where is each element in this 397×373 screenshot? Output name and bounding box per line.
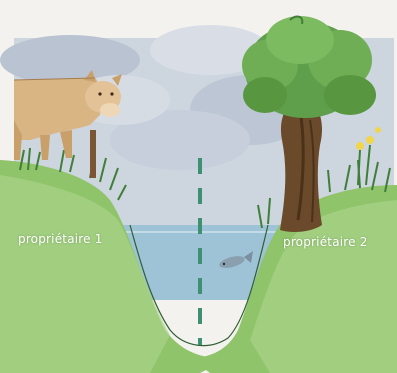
- owner-right-label: propriétaire 2: [283, 235, 368, 249]
- fence-post-icon: [90, 130, 96, 178]
- owner-left-label: propriétaire 1: [18, 232, 103, 246]
